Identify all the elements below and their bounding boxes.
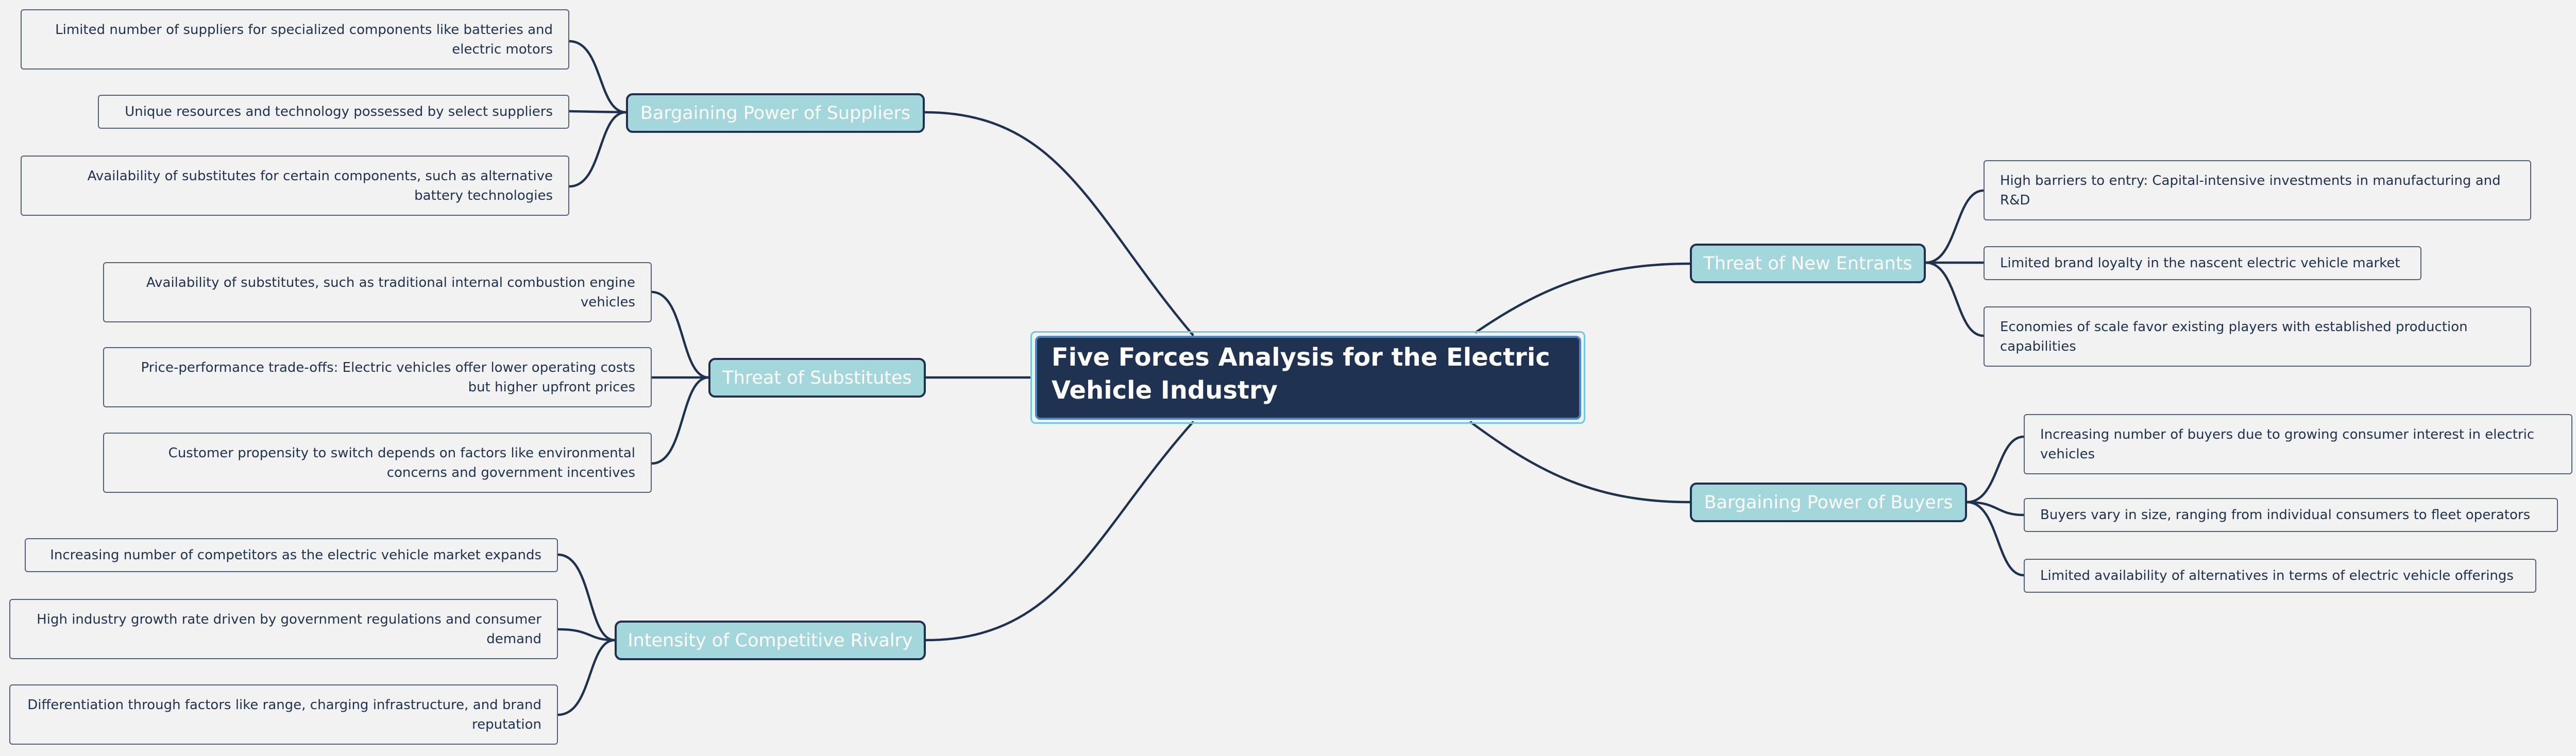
branch-bargaining-power-of-suppliers[interactable]: Bargaining Power of Suppliers: [626, 93, 925, 133]
leaf-buyers-1[interactable]: Increasing number of buyers due to growi…: [2024, 414, 2572, 474]
leaf-buyers-3[interactable]: Limited availability of alternatives in …: [2024, 559, 2536, 593]
branch-label: Bargaining Power of Buyers: [1704, 492, 1953, 513]
leaf-new-entrants-1[interactable]: High barriers to entry: Capital-intensiv…: [1984, 160, 2531, 220]
leaf-buyers-2[interactable]: Buyers vary in size, ranging from indivi…: [2024, 498, 2558, 532]
leaf-suppliers-2[interactable]: Unique resources and technology possesse…: [98, 95, 569, 129]
connector-new-entrants-leaf-1: [1924, 189, 1985, 264]
connector-suppliers-leaf-2: [568, 110, 628, 114]
leaf-suppliers-1[interactable]: Limited number of suppliers for speciali…: [21, 9, 569, 70]
branch-bargaining-power-of-buyers[interactable]: Bargaining Power of Buyers: [1690, 483, 1967, 522]
leaf-substitutes-3[interactable]: Customer propensity to switch depends on…: [103, 433, 652, 493]
connector-central-new-entrants: [1475, 262, 1691, 334]
connector-suppliers-leaf-3: [568, 111, 628, 188]
connector-rivalry-leaf-1: [556, 553, 616, 642]
branch-threat-of-new-entrants[interactable]: Threat of New Entrants: [1690, 244, 1926, 283]
leaf-rivalry-1[interactable]: Increasing number of competitors as the …: [25, 538, 558, 572]
connector-substitutes-leaf-1: [650, 290, 710, 379]
leaf-new-entrants-3[interactable]: Economies of scale favor existing player…: [1984, 306, 2531, 367]
connector-substitutes-leaf-3: [650, 376, 710, 465]
connector-suppliers-leaf-1: [568, 40, 628, 114]
connector-central-suppliers: [923, 111, 1194, 336]
connector-central-buyers: [1469, 421, 1691, 504]
branch-intensity-of-competitive-rivalry[interactable]: Intensity of Competitive Rivalry: [615, 621, 926, 660]
branch-label: Bargaining Power of Suppliers: [640, 103, 911, 124]
branch-label: Intensity of Competitive Rivalry: [628, 630, 913, 651]
branch-label: Threat of Substitutes: [722, 368, 912, 388]
leaf-rivalry-2[interactable]: High industry growth rate driven by gove…: [9, 599, 558, 659]
connector-buyers-leaf-2: [1965, 501, 2025, 517]
leaf-substitutes-2[interactable]: Price-performance trade-offs: Electric v…: [103, 347, 652, 407]
central-topic-selection-frame: [1030, 331, 1585, 424]
leaf-rivalry-3[interactable]: Differentiation through factors like ran…: [9, 684, 558, 745]
central-topic-title: Five Forces Analysis for the Electric Ve…: [1052, 343, 1550, 405]
connector-rivalry-leaf-2: [556, 628, 616, 642]
connector-buyers-leaf-1: [1965, 435, 2025, 504]
branch-label: Threat of New Entrants: [1703, 253, 1912, 274]
leaf-suppliers-3[interactable]: Availability of substitutes for certain …: [21, 156, 569, 216]
leaf-substitutes-1[interactable]: Availability of substitutes, such as tra…: [103, 262, 652, 322]
connector-rivalry-leaf-3: [556, 639, 616, 716]
connector-new-entrants-leaf-3: [1924, 261, 1985, 337]
connector-buyers-leaf-3: [1965, 501, 2025, 577]
connector-central-rivalry: [924, 421, 1194, 642]
branch-threat-of-substitutes[interactable]: Threat of Substitutes: [708, 358, 926, 398]
central-topic[interactable]: Five Forces Analysis for the Electric Ve…: [1035, 336, 1581, 420]
leaf-new-entrants-2[interactable]: Limited brand loyalty in the nascent ele…: [1984, 246, 2421, 280]
